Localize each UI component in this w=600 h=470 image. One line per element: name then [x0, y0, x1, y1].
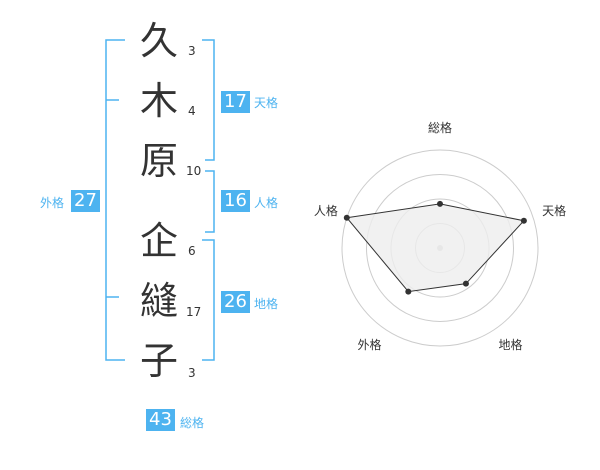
- name-char-4: 企: [139, 219, 178, 263]
- soukaku-badge: 43: [146, 409, 175, 431]
- radar-axis-label-3: 地格: [499, 337, 523, 352]
- radar-axis-label-5: 人格: [314, 203, 338, 218]
- jinkaku-label: 人格: [254, 196, 279, 210]
- radar-axis-label-2: 天格: [542, 203, 566, 218]
- gaikaku-badge: 27: [71, 190, 100, 212]
- name-char-2: 木: [139, 79, 178, 123]
- jinkaku-badge: 16: [221, 190, 250, 212]
- radar-point-5: [343, 214, 350, 221]
- tenkaku-label: 天格: [254, 96, 279, 110]
- radar-polygon: [345, 203, 525, 293]
- stroke-count-3: 10: [186, 164, 202, 178]
- name-char-5: 縫: [139, 279, 178, 323]
- name-char-1: 久: [139, 19, 178, 63]
- radar-ring: [366, 174, 514, 322]
- tenkaku-badge: 17: [221, 91, 250, 113]
- stroke-count-2: 4: [188, 104, 196, 118]
- name-char-3: 原: [139, 139, 178, 183]
- soukaku-label: 総格: [180, 416, 205, 430]
- chikaku-badge: 26: [221, 291, 250, 313]
- radar-axis-label-1: 総格: [428, 120, 452, 135]
- radar-point-4: [405, 288, 412, 295]
- radar-point-1: [437, 200, 443, 207]
- radar-point-3: [462, 280, 469, 287]
- name-char-6: 子: [139, 339, 178, 383]
- stroke-count-5: 17: [186, 305, 202, 319]
- radar-axis-label-4: 外格: [357, 337, 381, 352]
- gaikaku-label: 外格: [40, 196, 65, 210]
- radar-ring: [341, 149, 539, 347]
- radar-point-2: [520, 217, 527, 224]
- stroke-count-1: 3: [188, 44, 196, 58]
- chikaku-label: 地格: [254, 297, 279, 311]
- stroke-count-6: 3: [188, 366, 196, 380]
- stroke-count-4: 6: [188, 244, 196, 258]
